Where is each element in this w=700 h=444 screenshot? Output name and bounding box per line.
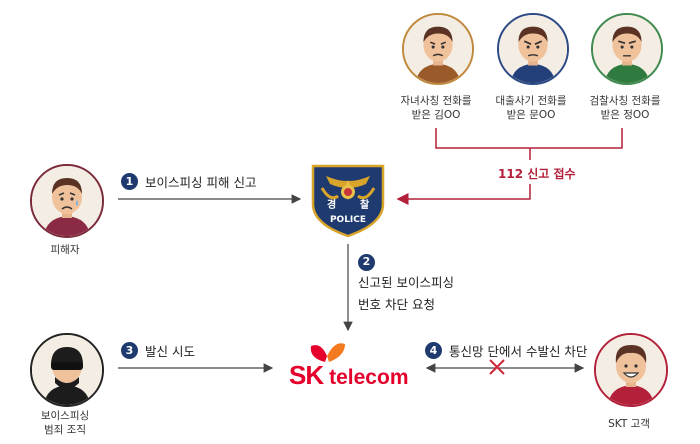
step4-number: 4 [425,342,442,359]
caller-avatar-moon [497,13,569,85]
sk-butterfly-logo [305,338,349,364]
step3-number: 3 [121,342,138,359]
step2-label: 2 신고된 보이스피싱 번호 차단 요청 [358,250,454,316]
police-shield-icon: 경 찰 POLICE [311,164,385,238]
sad-man-icon [32,166,102,236]
step2-text-line1: 신고된 보이스피싱 [358,275,454,290]
block-x-icon [489,359,505,375]
step3-label: 3 발신 시도 [121,341,195,360]
smiling-man-icon [596,335,666,405]
step2-text-line2: 번호 차단 요청 [358,297,435,312]
svg-text:경: 경 [327,198,336,211]
caller-caption-jung: 검찰사칭 전화를 받은 정OO [589,95,661,121]
step1-text: 보이스피싱 피해 신고 [145,175,257,190]
angry-man-icon [499,15,567,83]
criminal-avatar [30,333,104,407]
police-emblem: 경 찰 POLICE [308,160,388,240]
annoyed-man-icon [593,15,661,83]
caller-avatar-jung [591,13,663,85]
butterfly-icon [310,343,345,362]
report-label: 112 신고 접수 [498,167,576,181]
step4-text: 통신망 단에서 수발신 차단 [449,344,588,359]
svg-text:POLICE: POLICE [330,215,366,225]
step1-label: 1 보이스피싱 피해 신고 [121,172,256,191]
report-arrow [396,184,531,205]
victim-caption: 피해자 [50,244,80,256]
step1-number: 1 [121,173,138,190]
worried-man-icon [404,15,472,83]
customer-caption: SKT 고객 [608,418,650,430]
sk-telecom-logo: SK telecom [289,360,409,390]
victim-avatar [30,164,104,238]
criminal-caption: 보이스피싱 범죄 조직 [40,410,90,436]
customer-avatar [594,333,668,407]
caller-avatar-kim [402,13,474,85]
step3-text: 발신 시도 [145,344,195,359]
step2-number: 2 [358,253,375,271]
step4-label: 4 통신망 단에서 수발신 차단 [425,341,587,360]
caller-caption-moon: 대출사기 전화를 받은 문OO [495,95,567,121]
masked-criminal-icon [32,335,102,405]
caller-caption-kim: 자녀사칭 전화를 받은 김OO [400,95,472,121]
svg-text:찰: 찰 [360,198,370,211]
report-bracket [435,128,623,149]
